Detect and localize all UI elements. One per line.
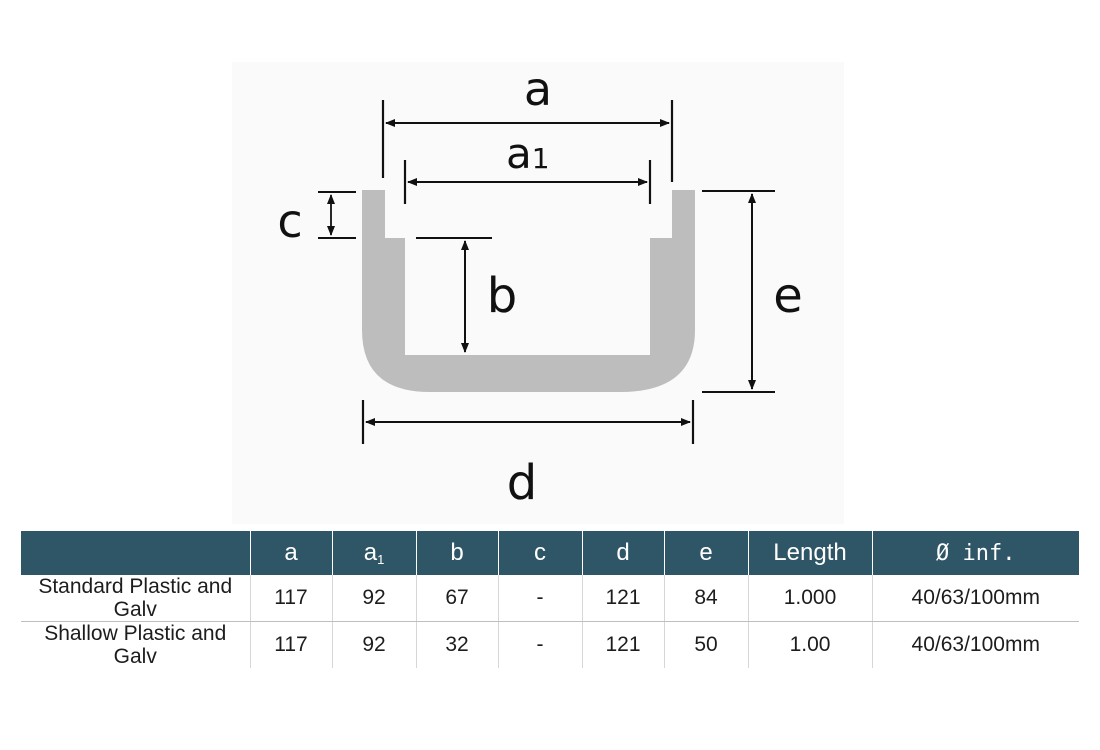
diagram-backdrop [232, 62, 844, 524]
dimension-a: a [381, 62, 674, 182]
cell-c: - [497, 621, 582, 668]
row-name: Standard Plastic and Galv [38, 575, 233, 621]
cell-e: 50 [663, 621, 748, 668]
channel-profile-shape [362, 190, 695, 392]
header-a1: a1 [331, 531, 416, 575]
header-c: c [497, 531, 582, 575]
cell-b: 67 [415, 575, 498, 622]
channel-profile-diagram: a a1 c b e d [232, 62, 844, 524]
label-a: a [524, 62, 552, 116]
cell-c: - [497, 575, 582, 622]
label-e: e [773, 268, 803, 324]
header-length: Length [747, 531, 872, 575]
cell-b: 32 [415, 621, 498, 668]
cell-e: 84 [663, 575, 748, 622]
cell-d: 121 [581, 575, 664, 622]
label-a1: a1 [506, 129, 550, 178]
cell-inf: 40/63/100mm [871, 575, 1079, 622]
label-c: c [277, 194, 302, 248]
cell-a1: 92 [331, 575, 416, 622]
cell-a: 117 [249, 575, 332, 622]
label-d: d [507, 455, 537, 511]
cell-inf: 40/63/100mm [871, 621, 1079, 668]
cell-length: 1.00 [747, 621, 872, 668]
dimension-c: c [277, 191, 356, 248]
header-blank [21, 531, 250, 575]
header-b: b [415, 531, 498, 575]
dimension-b: b [416, 237, 517, 353]
cell-d: 121 [581, 621, 664, 668]
dimension-a1: a1 [403, 129, 652, 204]
dimensions-table: a a1 b c d e Length Ø inf. Standard Plas… [21, 531, 1079, 668]
table-header-row: a a1 b c d e Length Ø inf. [21, 531, 1079, 575]
cell-a: 117 [249, 621, 332, 668]
header-inf-diameter: Ø inf. [871, 531, 1079, 575]
header-e: e [663, 531, 748, 575]
dimension-e: e [702, 190, 803, 393]
row-name: Shallow Plastic and Galv [44, 622, 227, 668]
cell-a1: 92 [331, 621, 416, 668]
table-row: Shallow Plastic and Galv 117 92 32 - 121… [21, 621, 1079, 668]
cell-length: 1.000 [747, 575, 872, 622]
table-row: Standard Plastic and Galv 117 92 67 - 12… [21, 575, 1079, 622]
header-d: d [581, 531, 664, 575]
label-b: b [487, 268, 517, 324]
row-name-cell: Shallow Plastic and Galv [21, 622, 250, 668]
dimension-d: d [361, 400, 695, 511]
header-a: a [249, 531, 332, 575]
row-name-cell: Standard Plastic and Galv [21, 575, 250, 622]
